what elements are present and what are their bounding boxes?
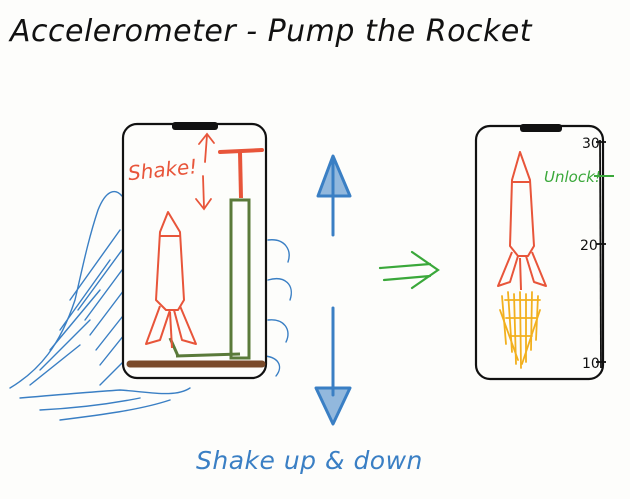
pump-hose bbox=[175, 352, 241, 358]
phone-notch bbox=[172, 122, 218, 130]
scale-tick-30: 30 bbox=[582, 136, 600, 152]
rocket-right bbox=[497, 151, 547, 291]
big-up-arrow bbox=[316, 154, 352, 237]
small-up-down-arrows bbox=[195, 132, 215, 211]
pump-handle bbox=[218, 148, 264, 154]
rocket-flame bbox=[499, 291, 541, 369]
unlock-label: Unlock! bbox=[544, 168, 601, 186]
scale-tick-20: 20 bbox=[580, 238, 598, 254]
altitude-scale bbox=[596, 139, 606, 369]
diagram-title: Accelerometer - Pump the Rocket bbox=[10, 14, 533, 49]
pump-rod bbox=[238, 151, 243, 199]
rocket-left bbox=[145, 211, 197, 349]
scale-tick-10: 10 bbox=[582, 356, 600, 372]
right-phone bbox=[474, 124, 605, 381]
big-down-arrow bbox=[314, 306, 352, 426]
pump-tube bbox=[229, 198, 251, 360]
caption: Shake up & down bbox=[196, 446, 423, 475]
pump bbox=[168, 148, 264, 360]
transition-arrow bbox=[378, 250, 440, 290]
phone-notch-right bbox=[520, 124, 562, 132]
